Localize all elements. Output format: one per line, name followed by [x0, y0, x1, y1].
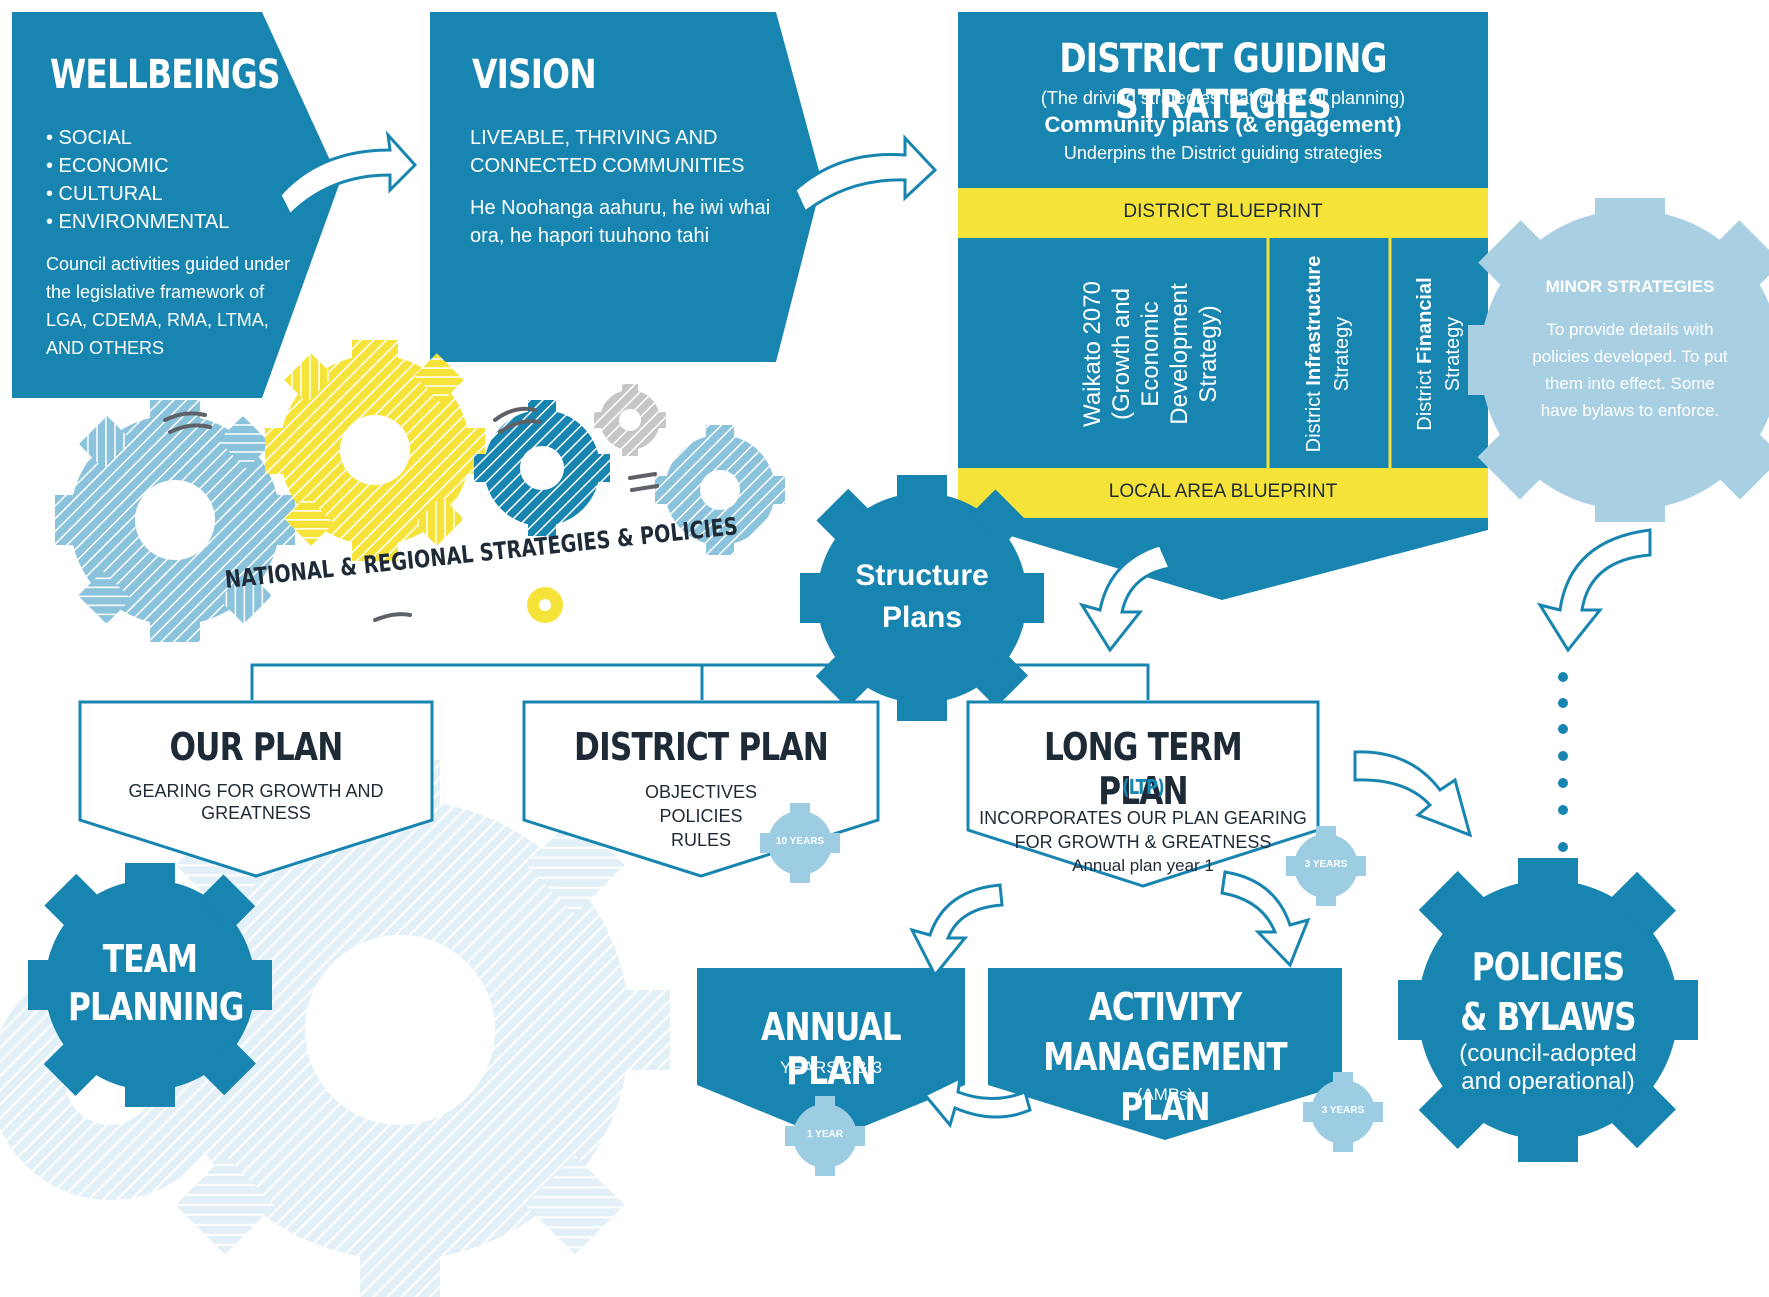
wellbeings-item: • ECONOMIC — [46, 155, 169, 177]
amp-abbr: (AMPs) — [1136, 1085, 1194, 1104]
connector-lines — [250, 663, 1150, 700]
waikato-2070-strategy: Waikato 2070 (Growth and Economic Develo… — [1078, 244, 1222, 464]
badge-gear-10years — [760, 803, 840, 883]
amp-line-1: ACTIVITY — [1088, 985, 1243, 1029]
planning-line: PLANNING — [68, 985, 244, 1029]
badge-gear-1year — [785, 1096, 865, 1176]
vision-statement: LIVEABLE, THRIVING AND CONNECTED COMMUNI… — [470, 127, 745, 177]
ltp-line-2: FOR GROWTH & GREATNESS — [1014, 832, 1272, 852]
arrows — [278, 130, 1652, 1129]
district-guiding-box — [958, 12, 1488, 600]
rules-label: RULES — [670, 830, 732, 850]
gear-light-blue-right — [655, 425, 785, 555]
wellbeings-item: • ENVIRONMENTAL — [46, 211, 230, 233]
arrow-ltp-to-amp — [1220, 870, 1311, 968]
annual-plan-title: ANNUAL PLAN — [761, 1005, 901, 1093]
ltp-line-3: Annual plan year 1 — [1072, 856, 1214, 875]
arrow-ltp-to-annual — [909, 883, 1004, 978]
district-blueprint-bar — [958, 188, 1488, 238]
local-blueprint-label: LOCAL AREA BLUEPRINT — [1108, 481, 1338, 502]
fin-post: Strategy — [1442, 316, 1464, 392]
team-planning-gear — [28, 863, 272, 1107]
ltp-title: LONG TERM PLAN — [1044, 725, 1243, 813]
wellbeings-note: Council activities guided under the legi… — [46, 254, 291, 358]
gear-light-blue-left — [55, 400, 295, 642]
arrow-minor-to-policies — [1536, 528, 1652, 653]
infra-pre: District — [1303, 391, 1325, 453]
structure-plans-label: Structure Plans — [822, 555, 1022, 639]
motion-marks — [163, 406, 659, 622]
vision-title: VISION — [472, 52, 597, 98]
gear-yellow-small — [527, 587, 563, 623]
arrow-wellbeings-to-vision — [278, 130, 418, 218]
minor-strategies-gear — [1468, 198, 1769, 522]
bylaws-line: & BYLAWS — [1460, 995, 1636, 1039]
badge-gear-3years-ltp — [1286, 826, 1366, 906]
financial-strategy: District Financial Strategy — [1411, 244, 1469, 464]
ltp-abbr: (LTP) — [1122, 775, 1165, 799]
our-plan-text: GEARING FOR GROWTH AND GREATNESS — [128, 781, 384, 823]
wellbeings-box — [12, 12, 340, 398]
policies-gear — [1398, 858, 1698, 1162]
district-guiding-title: DISTRICT GUIDING STRATEGIES — [1059, 36, 1387, 128]
policies-subtitle: (council-adopted and operational) — [1428, 1040, 1668, 1096]
fin-pre: District — [1414, 369, 1436, 431]
policies-sub-1: (council-adopted — [1459, 1040, 1637, 1067]
arrow-amp-to-annual — [922, 1075, 1032, 1129]
policies-line: POLICIES — [1471, 945, 1625, 989]
vision-maori: He Noohanga aahuru, he iwi whai ora, he … — [470, 197, 771, 247]
wellbeings-list: • SOCIAL • ECONOMIC • CULTURAL • ENVIRON… — [46, 124, 286, 236]
amp-box — [988, 968, 1342, 1140]
structure-plans-gear — [800, 475, 1044, 721]
arrow-ltp-to-policies — [1353, 750, 1473, 838]
policies-sub-2: and operational) — [1461, 1068, 1635, 1095]
district-blueprint-label: DISTRICT BLUEPRINT — [1123, 201, 1323, 222]
local-blueprint-bar — [958, 468, 1488, 518]
our-plan-box — [78, 700, 434, 878]
arrow-strategies-to-plans — [1078, 543, 1173, 653]
minor-strategies-text: To provide details with policies develop… — [1532, 320, 1728, 420]
dotted-connector — [1558, 672, 1568, 852]
vision-box — [430, 12, 822, 362]
policies-bylaws-title: POLICIES & BYLAWS — [1450, 942, 1647, 1042]
plans-line: Plans — [881, 601, 963, 634]
ltp-line-1: INCORPORATES OUR PLAN GEARING — [979, 808, 1307, 828]
gear-dark-blue — [474, 400, 610, 536]
wellbeings-item: • SOCIAL — [46, 127, 132, 149]
district-plan-items: OBJECTIVES POLICIES RULES — [524, 780, 878, 852]
district-guiding-subtitle: (The driving strategies that guide all p… — [1040, 88, 1406, 108]
team-line: TEAM — [102, 937, 198, 981]
badge-3-years-ltp: 3 YEARS — [1304, 859, 1348, 870]
infra-post: Strategy — [1331, 316, 1353, 392]
ltp-description: INCORPORATES OUR PLAN GEARING FOR GROWTH… — [968, 806, 1318, 878]
badge-1-year: 1 YEAR — [807, 1129, 843, 1140]
gear-yellow — [265, 340, 485, 561]
badge-10-years: 10 YEARS — [775, 836, 825, 847]
minor-strategies-title: MINOR STRATEGIES — [1545, 277, 1715, 296]
policies-label: POLICIES — [659, 806, 743, 826]
infrastructure-strategy: District Infrastructure Strategy — [1300, 244, 1358, 464]
objectives-label: OBJECTIVES — [644, 782, 758, 802]
gear-grey — [594, 384, 666, 456]
underpins-text: Underpins the District guiding strategie… — [1063, 143, 1383, 163]
annual-plan-box — [697, 968, 965, 1140]
wellbeings-title: WELLBEINGS — [50, 52, 281, 98]
amp-line-2: MANAGEMENT PLAN — [1043, 1035, 1287, 1129]
arrow-vision-to-strategies — [793, 134, 938, 215]
structure-line: Structure — [855, 559, 989, 592]
team-planning-label: TEAM PLANNING — [68, 935, 244, 1031]
badge-3-years-amp: 3 YEARS — [1321, 1105, 1365, 1116]
wellbeings-item: • CULTURAL — [46, 183, 163, 205]
badge-gear-3years-amp — [1303, 1072, 1383, 1152]
our-plan-title: OUR PLAN — [169, 725, 344, 769]
annual-plan-years: YEARS 2 & 3 — [779, 1058, 883, 1077]
community-plans: Community plans (& engagement) — [1044, 112, 1402, 137]
fin-bold: Financial — [1414, 277, 1436, 365]
ltp-box — [966, 700, 1320, 888]
infra-bold: Infrastructure — [1303, 255, 1325, 386]
district-plan-title: DISTRICT PLAN — [574, 725, 829, 769]
amp-title: ACTIVITY MANAGEMENT PLAN — [1020, 982, 1310, 1132]
